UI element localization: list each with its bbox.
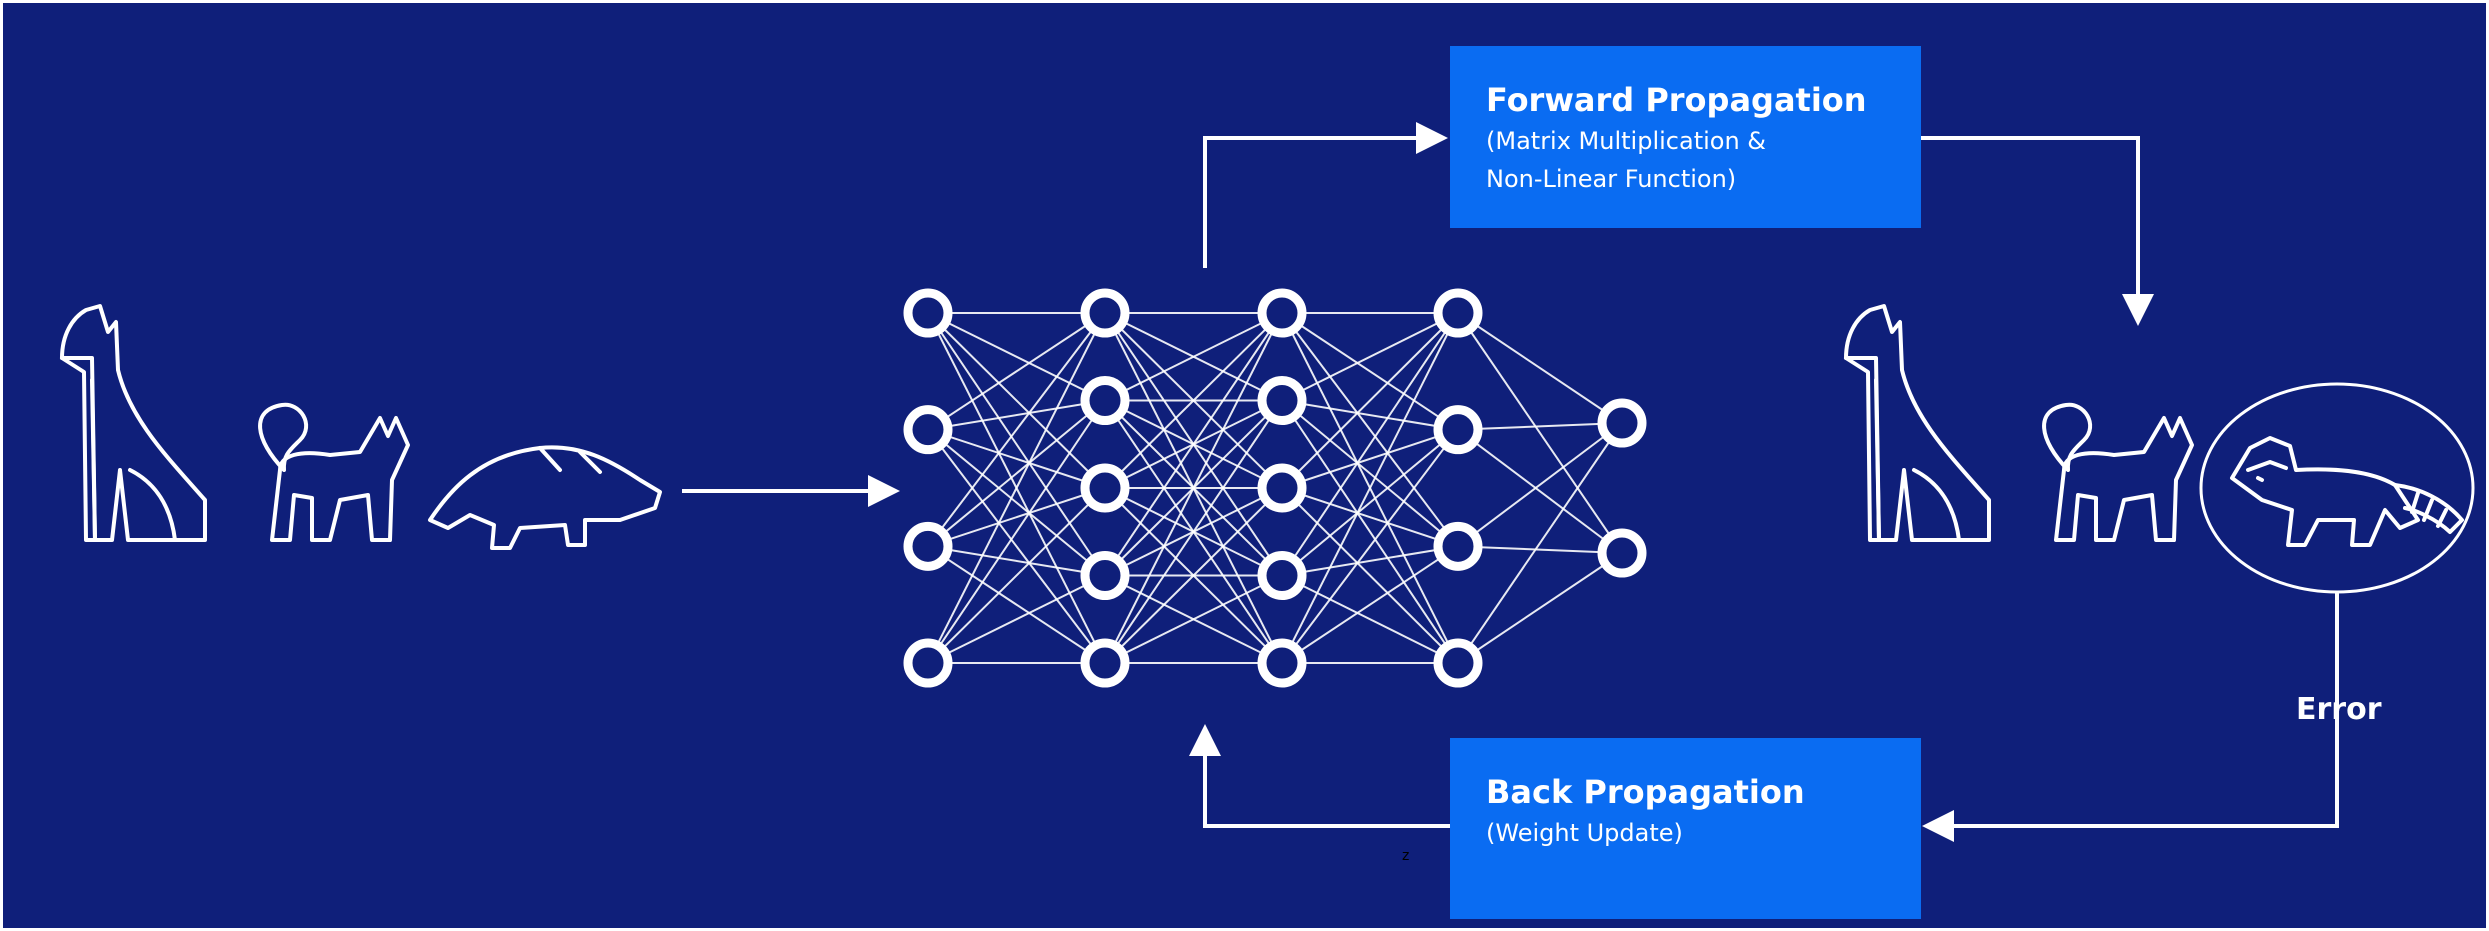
network-edge xyxy=(1281,487,1459,664)
network-edge xyxy=(1281,312,1459,402)
network-edge xyxy=(1281,312,1459,664)
network-node xyxy=(903,288,953,338)
network-edge xyxy=(1281,312,1459,577)
badger-icon xyxy=(428,445,662,550)
dog-output-icon xyxy=(1844,304,1991,542)
back-propagation-box-bg xyxy=(1450,738,1921,919)
network-edge xyxy=(927,312,1106,577)
network-edge xyxy=(1104,312,1283,664)
network-edge xyxy=(1281,574,1459,664)
network-edge xyxy=(1281,487,1459,548)
forward-propagation-box: Forward Propagation (Matrix Multiplicati… xyxy=(1450,46,1921,228)
network-edge xyxy=(1281,399,1459,548)
network-edge xyxy=(1104,399,1283,664)
network-node xyxy=(1257,288,1307,338)
network-edge xyxy=(1281,428,1459,489)
network-edge xyxy=(1104,312,1283,402)
background xyxy=(3,3,2486,928)
network-edge xyxy=(927,399,1106,548)
network-node xyxy=(1257,376,1307,425)
network-edge xyxy=(927,487,1106,548)
network-node xyxy=(1257,638,1307,688)
network-node xyxy=(1433,288,1483,338)
network-edge xyxy=(927,399,1106,431)
network-node xyxy=(1080,638,1130,688)
network-edge xyxy=(927,312,1106,664)
network-node xyxy=(1080,376,1130,425)
network-node xyxy=(1080,551,1130,600)
network-edge xyxy=(1457,552,1623,664)
network-node xyxy=(903,521,953,571)
network-edge xyxy=(927,545,1106,664)
network-node xyxy=(1433,521,1483,571)
network-edge xyxy=(927,429,1106,664)
network-edge xyxy=(927,312,1106,431)
forward-arrow-in xyxy=(1203,122,1448,268)
network-nodes xyxy=(903,288,1647,688)
network-edge xyxy=(927,312,1106,402)
network-edge xyxy=(1281,312,1459,489)
network-node xyxy=(1433,405,1483,455)
network-edge xyxy=(1281,545,1459,577)
network-edge xyxy=(927,545,1106,577)
forward-propagation-title: Forward Propagation xyxy=(1486,81,1867,119)
network-edge xyxy=(1281,399,1459,431)
network-edge xyxy=(927,574,1106,664)
forward-arrow-out xyxy=(1921,136,2154,326)
back-propagation-subtitle: (Weight Update) xyxy=(1486,819,1683,847)
stray-mark: z xyxy=(1402,848,1410,864)
forward-propagation-subtitle-2: Non-Linear Function) xyxy=(1486,165,1737,193)
network-edge xyxy=(1457,428,1623,554)
network-edge xyxy=(1104,312,1283,489)
network-edge xyxy=(1457,422,1623,431)
back-propagation-box: Back Propagation (Weight Update) xyxy=(1450,738,1921,919)
network-edge xyxy=(927,428,1106,577)
network-node xyxy=(1080,288,1130,338)
network-edge xyxy=(1104,487,1283,664)
forward-propagation-subtitle-1: (Matrix Multiplication & xyxy=(1486,127,1767,155)
network-edge xyxy=(927,487,1106,664)
network-edge xyxy=(927,312,1106,489)
network-edge xyxy=(1281,312,1459,547)
network-node xyxy=(1597,398,1647,448)
network-edge xyxy=(1104,312,1283,577)
network-node xyxy=(1597,528,1647,578)
network-edge xyxy=(1457,545,1623,554)
cat-output-icon xyxy=(2042,402,2194,542)
cat-icon xyxy=(258,402,410,542)
network-connections xyxy=(927,312,1623,664)
error-label: Error xyxy=(2296,692,2382,727)
network-edge xyxy=(1281,312,1459,431)
network-edge xyxy=(927,399,1106,664)
network-edge xyxy=(1457,312,1623,424)
network-edge xyxy=(1457,312,1623,554)
network-edge xyxy=(1281,429,1459,664)
network-edge xyxy=(927,428,1106,489)
network-edge xyxy=(1281,399,1459,664)
network-node xyxy=(1080,463,1130,513)
network-node xyxy=(903,638,953,688)
network-edge xyxy=(1457,422,1623,548)
back-arrow xyxy=(1189,724,1450,828)
network-node xyxy=(1257,463,1307,513)
network-node xyxy=(903,405,953,455)
network-node xyxy=(1257,551,1307,600)
raccoon-icon xyxy=(2230,436,2464,547)
network-node xyxy=(1433,638,1483,688)
network-edge xyxy=(1457,422,1623,664)
dog-icon xyxy=(60,304,207,542)
network-edge xyxy=(1104,574,1283,664)
back-propagation-title: Back Propagation xyxy=(1486,773,1805,811)
network-edge xyxy=(927,312,1106,547)
network-edge xyxy=(1281,545,1459,664)
network-edge xyxy=(1281,428,1459,577)
forward-propagation-box-bg xyxy=(1450,46,1921,228)
